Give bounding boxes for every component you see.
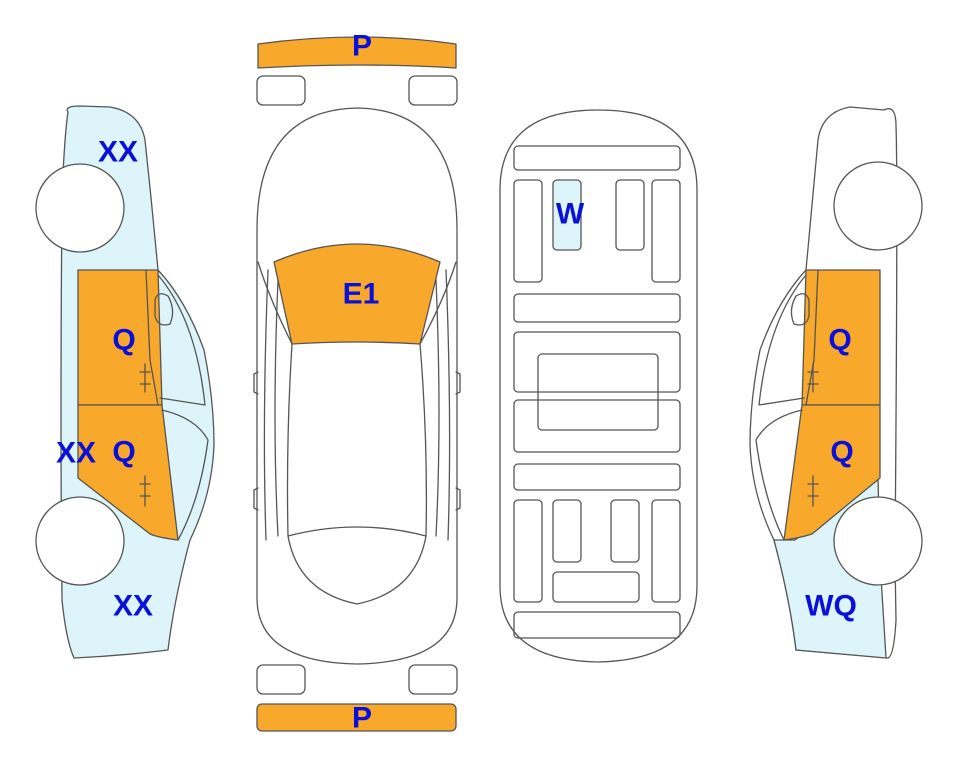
under-panel-5 (513, 293, 681, 323)
left-rear-handle (139, 475, 151, 507)
right-window-line (758, 274, 807, 406)
right-mirror (790, 293, 810, 326)
left-window-line (157, 274, 206, 406)
top-mirror-left (253, 371, 259, 395)
windshield-left-edge (257, 261, 293, 345)
car-body-outline (256, 107, 458, 665)
right-side-view (749, 106, 923, 659)
under-panel-6 (513, 331, 681, 393)
label-right-rear-door: Q (830, 436, 853, 469)
label-left-front-door: Q (112, 324, 135, 357)
left-side-view (35, 105, 215, 659)
under-panel-7 (537, 353, 659, 431)
damage-labels: P P E1 W XX Q Q XX XX Q Q WQ (56, 30, 857, 735)
right-rear-handle (807, 475, 819, 507)
rear-left-light (256, 664, 306, 695)
under-panel-3 (615, 179, 645, 251)
right-rear-window-line (755, 409, 803, 541)
top-side-left (253, 487, 259, 511)
label-left-rear-door: Q (112, 436, 135, 469)
top-mirror-right (455, 371, 461, 395)
under-panel-11 (552, 499, 582, 563)
under-panel-13 (651, 499, 681, 603)
label-right-rear-quarter: WQ (805, 590, 857, 623)
roof-panel-area (552, 179, 582, 251)
right-rear-wheel (833, 496, 923, 586)
right-pillar-lines (435, 269, 451, 541)
under-panel-15 (513, 611, 681, 639)
under-panel-12 (610, 499, 640, 563)
right-door-line (805, 269, 819, 406)
underbody-view (499, 109, 698, 663)
under-panel-4 (651, 179, 681, 283)
front-right-light (408, 75, 458, 106)
label-hood: E1 (343, 278, 380, 311)
left-rear-window-line (161, 409, 209, 541)
label-roof-panel: W (556, 198, 585, 231)
left-mirror (154, 293, 174, 326)
rear-right-light (408, 664, 458, 695)
top-side-right (455, 487, 461, 511)
under-panel-9 (513, 463, 681, 491)
left-door-line (145, 269, 159, 406)
under-panel-2 (513, 179, 543, 283)
front-bumper-panel (257, 36, 457, 69)
underbody-outline (499, 109, 698, 663)
label-left-rear-quarter: XX (113, 590, 153, 623)
front-left-light (256, 75, 306, 106)
label-left-front-fender: XX (98, 136, 138, 169)
left-front-wheel (35, 163, 125, 253)
windshield-right-edge (419, 261, 457, 345)
under-panel-8 (513, 399, 681, 453)
top-view (253, 36, 461, 732)
under-panel-10 (513, 499, 543, 603)
right-front-handle (807, 363, 819, 393)
right-rear-door-panel (783, 404, 881, 541)
left-front-handle (139, 363, 151, 393)
left-pillar-lines (263, 269, 279, 541)
under-panel-1 (513, 145, 681, 171)
label-front-bumper: P (352, 30, 372, 63)
left-rear-wheel (35, 496, 125, 586)
right-front-wheel (833, 161, 923, 251)
label-right-front-door: Q (828, 324, 851, 357)
hood-panel (273, 243, 441, 345)
under-panel-14 (552, 571, 640, 603)
rear-window (287, 526, 427, 605)
rear-bumper-panel (256, 703, 457, 732)
label-left-side-sill: XX (56, 437, 96, 470)
label-rear-bumper: P (352, 702, 372, 735)
roof-outline (286, 343, 428, 537)
